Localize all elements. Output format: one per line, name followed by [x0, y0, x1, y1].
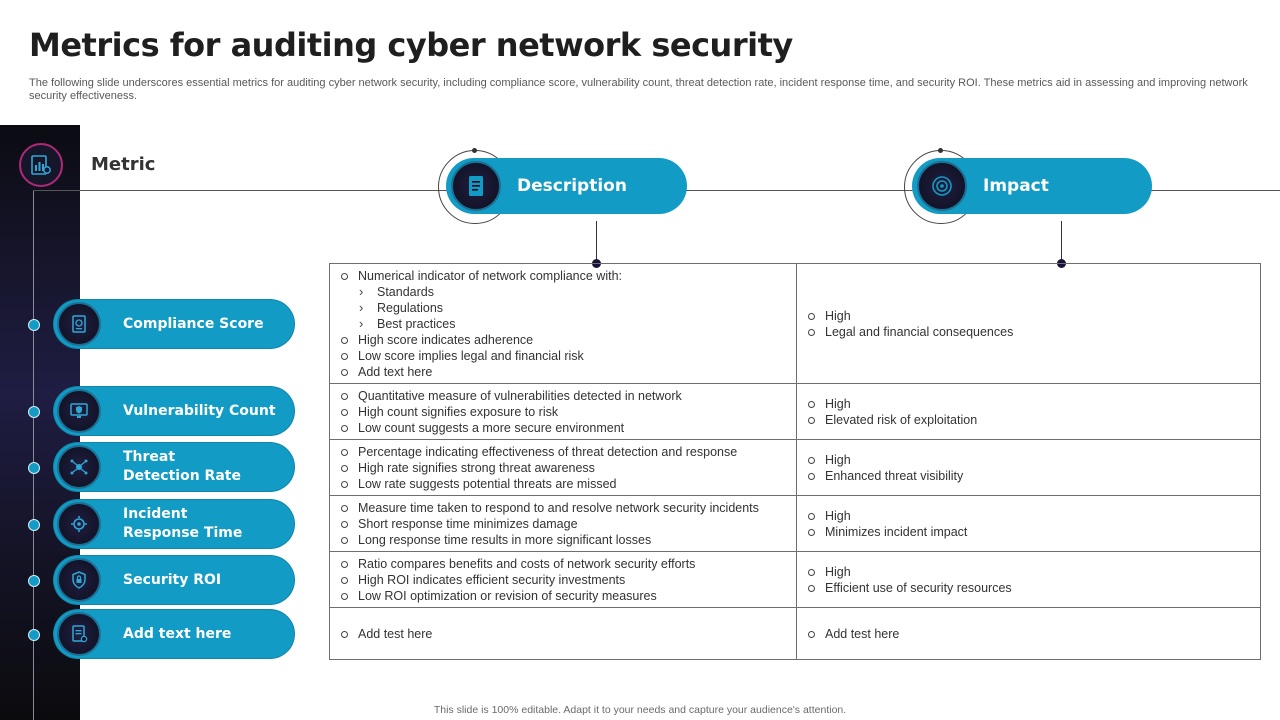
- metric-marker: [28, 406, 40, 418]
- list-item: High: [807, 508, 1250, 524]
- metric-security-roi: Security ROI: [54, 556, 294, 604]
- list-item: Regulations: [340, 300, 786, 316]
- metric-marker: [28, 519, 40, 531]
- monitor-shield-icon: [57, 389, 101, 433]
- list-item: Low rate suggests potential threats are …: [340, 476, 786, 492]
- description-cell: Measure time taken to respond to and res…: [329, 495, 797, 552]
- alarm-gear-icon: [57, 502, 101, 546]
- list-item: Low ROI optimization or revision of secu…: [340, 588, 786, 604]
- table-row: Numerical indicator of network complianc…: [329, 263, 1261, 384]
- list-item: High: [807, 564, 1250, 580]
- page-subtitle: The following slide underscores essentia…: [29, 77, 1248, 102]
- list-item: Elevated risk of exploitation: [807, 412, 1250, 428]
- list-item: High rate signifies strong threat awaren…: [340, 460, 786, 476]
- description-cell: Ratio compares benefits and costs of net…: [329, 551, 797, 608]
- network-bug-icon: [57, 445, 101, 489]
- document-icon: [451, 161, 501, 211]
- description-cell: Percentage indicating effectiveness of t…: [329, 439, 797, 496]
- list-item: Low score implies legal and financial ri…: [340, 348, 786, 364]
- list-item: Add text here: [340, 364, 786, 380]
- list-item: High ROI indicates efficient security in…: [340, 572, 786, 588]
- metric-heading: Metric: [91, 154, 156, 175]
- list-item: Enhanced threat visibility: [807, 468, 1250, 484]
- list-item: Minimizes incident impact: [807, 524, 1250, 540]
- impact-cell: High Legal and financial consequences: [796, 263, 1261, 384]
- footer-note: This slide is 100% editable. Adapt it to…: [433, 704, 847, 716]
- impact-cell: High Enhanced threat visibility: [796, 439, 1261, 496]
- description-header: Description: [446, 158, 687, 214]
- metric-marker: [28, 462, 40, 474]
- list-item: Add test here: [340, 626, 786, 642]
- list-item: Percentage indicating effectiveness of t…: [340, 444, 786, 460]
- metric-marker: [28, 629, 40, 641]
- page-title: Metrics for auditing cyber network secur…: [29, 26, 793, 64]
- metric-add-text: Add text here: [54, 610, 294, 658]
- description-cell: Add test here: [329, 607, 797, 660]
- metric-vulnerability-count: Vulnerability Count: [54, 387, 294, 435]
- list-item: Efficient use of security resources: [807, 580, 1250, 596]
- table-row: Ratio compares benefits and costs of net…: [329, 551, 1261, 608]
- impact-cell: High Minimizes incident impact: [796, 495, 1261, 552]
- dashboard-settings-icon: [19, 143, 63, 187]
- description-ring-dot: [472, 148, 477, 153]
- list-item: Measure time taken to respond to and res…: [340, 500, 786, 516]
- metrics-table: Numerical indicator of network complianc…: [329, 263, 1261, 660]
- metric-label: Compliance Score: [123, 315, 264, 332]
- metric-marker: [28, 575, 40, 587]
- impact-label: Impact: [983, 176, 1049, 196]
- impact-ring-dot: [938, 148, 943, 153]
- metric-label: Vulnerability Count: [123, 402, 276, 419]
- metric-label: Security ROI: [123, 571, 222, 588]
- list-item: High: [807, 308, 1250, 324]
- compliance-report-icon: [57, 302, 101, 346]
- description-cell: Numerical indicator of network complianc…: [329, 263, 797, 384]
- list-item: Quantitative measure of vulnerabilities …: [340, 388, 786, 404]
- list-item: Standards: [340, 284, 786, 300]
- list-item: Numerical indicator of network complianc…: [340, 268, 786, 284]
- metric-compliance-score: Compliance Score: [54, 300, 294, 348]
- impact-cell: Add test here: [796, 607, 1261, 660]
- impact-connector: [1061, 221, 1062, 264]
- list-item: Legal and financial consequences: [807, 324, 1250, 340]
- timeline-vertical-line: [33, 190, 34, 720]
- list-item: Short response time minimizes damage: [340, 516, 786, 532]
- list-item: Ratio compares benefits and costs of net…: [340, 556, 786, 572]
- description-connector: [596, 221, 597, 264]
- list-item: Add test here: [807, 626, 1250, 642]
- metric-marker: [28, 319, 40, 331]
- shield-lock-icon: [57, 558, 101, 602]
- document-gear-icon: [57, 612, 101, 656]
- list-item: High score indicates adherence: [340, 332, 786, 348]
- list-item: Best practices: [340, 316, 786, 332]
- impact-header: Impact: [912, 158, 1152, 214]
- metric-label: Add text here: [123, 625, 232, 642]
- list-item: Long response time results in more signi…: [340, 532, 786, 548]
- impact-cell: High Efficient use of security resources: [796, 551, 1261, 608]
- description-label: Description: [517, 176, 627, 196]
- list-item: High count signifies exposure to risk: [340, 404, 786, 420]
- target-icon: [917, 161, 967, 211]
- table-row: Quantitative measure of vulnerabilities …: [329, 383, 1261, 440]
- list-item: Low count suggests a more secure environ…: [340, 420, 786, 436]
- table-row: Percentage indicating effectiveness of t…: [329, 439, 1261, 496]
- description-cell: Quantitative measure of vulnerabilities …: [329, 383, 797, 440]
- list-item: High: [807, 396, 1250, 412]
- impact-cell: High Elevated risk of exploitation: [796, 383, 1261, 440]
- list-item: High: [807, 452, 1250, 468]
- table-row: Measure time taken to respond to and res…: [329, 495, 1261, 552]
- table-row: Add test here Add test here: [329, 607, 1261, 660]
